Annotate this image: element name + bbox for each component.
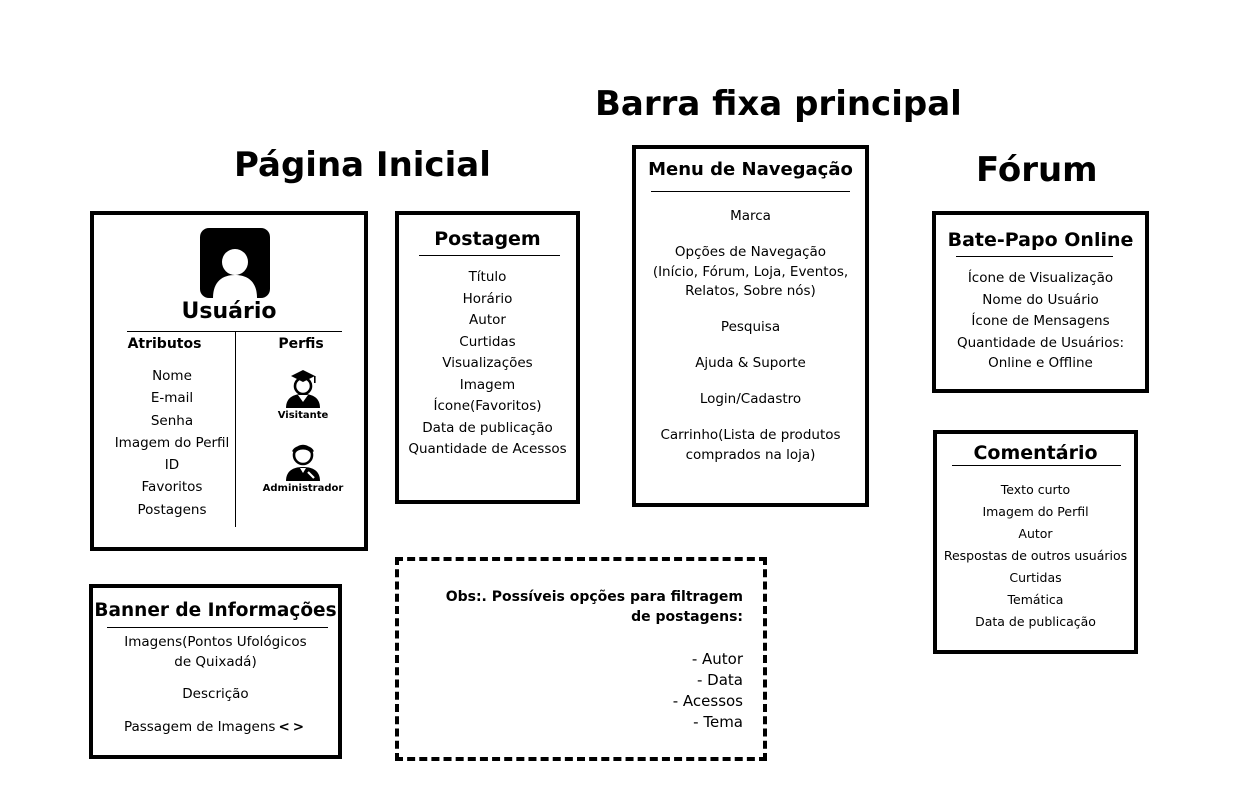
banner-description-item: Descrição <box>93 685 338 705</box>
profile-admin: Administrador <box>236 440 370 494</box>
comment-field: Curtidas <box>1009 570 1062 585</box>
nav-item-options: Opções de Navegação (Início, Fórum, Loja… <box>636 243 865 302</box>
attribute-item: ID <box>164 457 180 474</box>
profile-visitor-label: Visitante <box>277 410 329 421</box>
nav-item-line: (Início, Fórum, Loja, Eventos, <box>652 263 849 280</box>
admin-person-icon <box>286 444 320 481</box>
comment-field: Imagem do Perfil <box>982 504 1089 519</box>
post-field: Título <box>468 269 507 285</box>
banner-carousel-line: Passagem de Imagens<> <box>93 718 338 738</box>
filter-options-list: - Autor - Data - Acessos - Tema <box>673 649 743 733</box>
banner-line: de Quixadá) <box>174 653 257 670</box>
attribute-item: Nome <box>152 368 192 384</box>
post-field: Quantidade de Acessos <box>408 441 567 457</box>
chat-item: Ícone de Mensagens <box>971 313 1110 329</box>
comment-field: Respostas de outros usuários <box>943 548 1128 563</box>
attributes-header: Atributos <box>127 336 202 352</box>
attribute-item: Postagens <box>137 501 207 518</box>
nav-item-line: Ajuda & Suporte <box>695 355 806 371</box>
post-box: Postagem Título Horário Autor Curtidas V… <box>395 211 580 504</box>
comment-field: Texto curto <box>1000 482 1071 497</box>
comment-box-title: Comentário <box>973 442 1098 464</box>
nav-menu-title: Menu de Navegação <box>648 159 853 180</box>
filter-option: - Tema <box>693 713 743 731</box>
post-field: Imagem <box>459 376 516 393</box>
post-field: Ícone(Favoritos) <box>433 398 542 414</box>
info-banner-title: Banner de Informações <box>94 600 337 621</box>
nav-item-line: Carrinho(Lista de produtos <box>660 427 841 443</box>
attribute-item: Senha <box>150 412 194 429</box>
nav-item-line: Login/Cadastro <box>699 391 802 407</box>
chat-item: Quantidade de Usuários: <box>956 334 1125 351</box>
post-title-divider <box>419 255 560 256</box>
post-field: Visualizações <box>442 355 533 371</box>
attributes-list: Nome E-mail Senha Imagem do Perfil ID Fa… <box>94 365 250 521</box>
banner-line: Descrição <box>182 686 249 702</box>
banner-images-item: Imagens(Pontos Ufológicos de Quixadá) <box>93 633 338 672</box>
filter-note-box: Obs:. Possíveis opções para filtragem de… <box>395 557 767 761</box>
filter-note-line: Obs:. Possíveis opções para filtragem <box>445 589 743 605</box>
comment-field: Temática <box>1007 592 1064 607</box>
profile-admin-label: Administrador <box>262 483 344 494</box>
info-banner-box: Banner de Informações Imagens(Pontos Ufo… <box>89 584 342 759</box>
home-page-heading: Página Inicial <box>234 145 491 185</box>
filter-option: - Autor <box>691 650 743 668</box>
banner-carousel-item: Passagem de Imagens<> <box>93 718 338 738</box>
user-title-divider <box>127 331 342 332</box>
user-column-divider <box>235 331 236 527</box>
chat-box-title: Bate-Papo Online <box>947 229 1134 251</box>
post-field: Autor <box>469 312 506 328</box>
nav-item-cart: Carrinho(Lista de produtos comprados na … <box>636 426 865 465</box>
nav-item-brand: Marca <box>636 207 865 227</box>
nav-item-line: Marca <box>730 208 771 224</box>
chat-items: Ícone de Visualização Nome do Usuário Íc… <box>936 268 1145 372</box>
attribute-item: Favoritos <box>141 479 203 496</box>
comment-fields-list: Texto curto Imagem do Perfil Autor Respo… <box>937 479 1134 633</box>
nav-item-line: comprados na loja) <box>685 446 816 463</box>
banner-carousel-label: Passagem de Imagens <box>123 718 276 735</box>
nav-item-search: Pesquisa <box>636 318 865 338</box>
chevron-left-icon: < <box>278 718 293 735</box>
comment-field: Autor <box>1018 526 1053 541</box>
post-fields-list: Título Horário Autor Curtidas Visualizaç… <box>399 267 576 461</box>
post-field: Curtidas <box>459 333 516 350</box>
main-bar-heading: Barra fixa principal <box>595 84 962 124</box>
attribute-item: E-mail <box>150 390 194 407</box>
banner-items: Imagens(Pontos Ufológicos de Quixadá) De… <box>93 633 338 750</box>
chat-item: Nome do Usuário <box>982 291 1099 308</box>
nav-item-line: Opções de Navegação <box>674 244 827 260</box>
chat-box: Bate-Papo Online Ícone de Visualização N… <box>932 211 1149 393</box>
chat-title-divider <box>956 256 1113 257</box>
user-avatar-icon <box>200 228 270 298</box>
visitor-person-icon <box>286 370 320 408</box>
filter-note-line: de postagens: <box>631 609 743 625</box>
nav-title-divider <box>651 191 850 192</box>
comment-field: Data de publicação <box>975 614 1096 629</box>
comment-title-divider <box>952 465 1121 466</box>
post-field: Horário <box>462 290 513 307</box>
filter-option: - Acessos <box>672 692 743 710</box>
banner-line: Imagens(Pontos Ufológicos <box>124 634 307 650</box>
attribute-item: Imagem do Perfil <box>114 434 230 451</box>
filter-option: - Data <box>697 671 743 689</box>
nav-item-help: Ajuda & Suporte <box>636 354 865 374</box>
chat-item: Ícone de Visualização <box>967 270 1114 286</box>
profiles-header: Perfis <box>278 336 324 352</box>
post-box-title: Postagem <box>434 228 541 250</box>
post-field: Data de publicação <box>422 419 553 436</box>
nav-menu-box: Menu de Navegação Marca Opções de Navega… <box>632 145 869 507</box>
user-box: Usuário Atributos Perfis Nome E-mail Sen… <box>90 211 368 551</box>
nav-item-login: Login/Cadastro <box>636 390 865 410</box>
filter-note-text: Obs:. Possíveis opções para filtragem de… <box>446 587 743 627</box>
banner-title-divider <box>107 627 328 628</box>
chevron-right-icon: > <box>292 718 308 735</box>
user-box-title: Usuário <box>181 299 277 324</box>
nav-item-line: Pesquisa <box>720 319 781 335</box>
nav-item-line: Relatos, Sobre nós) <box>685 283 816 299</box>
chat-item: Online e Offline <box>988 355 1093 371</box>
nav-menu-items: Marca Opções de Navegação (Início, Fórum… <box>636 207 865 482</box>
forum-heading: Fórum <box>976 150 1098 190</box>
profile-visitor: Visitante <box>236 367 370 421</box>
comment-box: Comentário Texto curto Imagem do Perfil … <box>933 430 1138 654</box>
